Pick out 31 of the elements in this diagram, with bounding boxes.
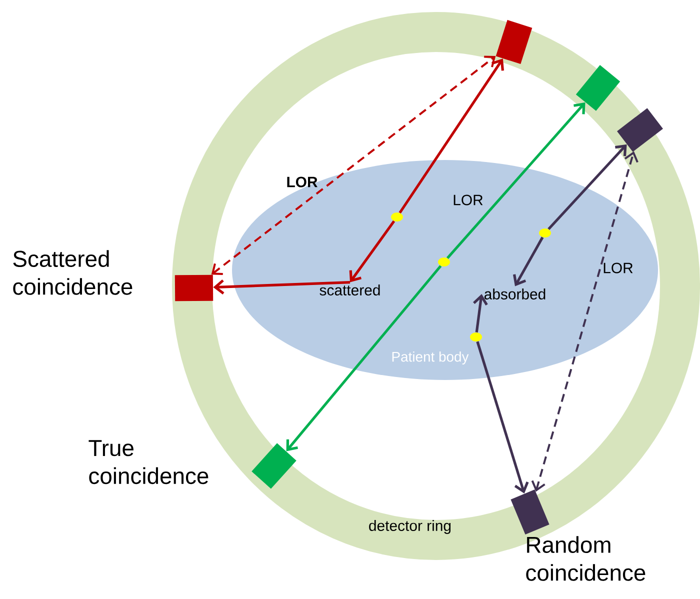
edge-label: LOR — [454, 194, 483, 206]
detector-block — [496, 20, 532, 64]
edge-label: LOR — [604, 262, 633, 274]
point-label: scattered — [320, 284, 380, 296]
arrow — [548, 144, 627, 230]
arrow — [286, 265, 442, 452]
arrow — [446, 102, 586, 259]
arrow — [473, 294, 488, 332]
point-label: absorbed — [484, 288, 546, 300]
detector-block — [510, 489, 550, 535]
detector-label: Random coincidence — [526, 536, 646, 581]
arrow — [349, 220, 396, 282]
annihilation-point — [438, 257, 450, 266]
ring-label: detector ring — [369, 520, 451, 534]
arrow — [513, 236, 544, 286]
arrow — [398, 58, 504, 214]
arrow — [476, 341, 529, 494]
detector-block — [252, 443, 296, 489]
dashed-arrow — [211, 56, 496, 275]
annihilation-point — [539, 228, 551, 238]
edge-label: LOR — [287, 176, 318, 188]
dashed-arrow — [531, 151, 638, 492]
detector-block — [576, 65, 620, 111]
detector-label: True coincidence — [88, 440, 208, 484]
arrow — [213, 279, 350, 294]
detector-block — [174, 274, 214, 302]
detector-block — [617, 108, 663, 152]
detector-label: Scattered coincidence — [13, 250, 132, 295]
body-label: Patient body — [392, 351, 469, 364]
annihilation-point — [470, 332, 482, 342]
annihilation-point — [391, 212, 403, 222]
